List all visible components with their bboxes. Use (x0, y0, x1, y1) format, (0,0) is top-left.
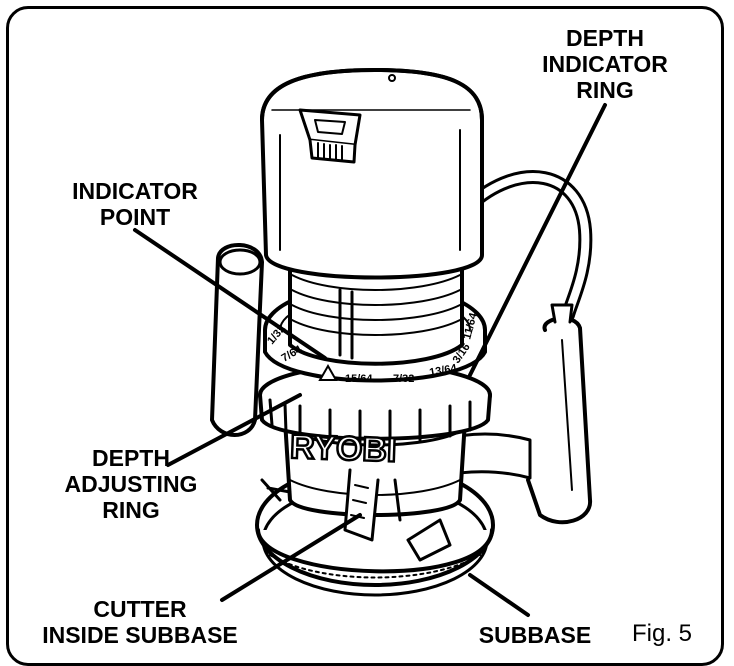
label-cutter-inside-subbase: CUTTER INSIDE SUBBASE (42, 596, 238, 648)
brand-logo: RYOBI (289, 428, 397, 470)
label-indicator-point: INDICATOR POINT (72, 178, 198, 230)
label-depth-indicator-ring: DEPTH INDICATOR RING (542, 25, 668, 103)
power-cord (463, 170, 593, 322)
left-handle (210, 243, 264, 437)
leader-cutter-inside-subbase (220, 513, 362, 602)
motor-housing (260, 68, 484, 280)
base-housing (260, 418, 467, 562)
depth-adjusting-ring-shape (258, 363, 492, 444)
scale-mark: 15/64 (345, 373, 373, 385)
scale-mark: 13/64 (428, 362, 458, 379)
threaded-column (288, 248, 464, 366)
indicator-point-marker (318, 363, 338, 381)
right-handle (526, 303, 592, 525)
figure-number: Fig. 5 (632, 620, 693, 647)
scale-mark: 7/32 (393, 373, 414, 385)
label-subbase: SUBBASE (478, 622, 592, 648)
label-depth-adjusting-ring: DEPTH ADJUSTING RING (64, 445, 198, 523)
leader-indicator-point (133, 228, 327, 360)
leader-subbase (468, 573, 530, 617)
leader-depth-adjusting-ring (166, 393, 302, 467)
leader-depth-indicator-ring (468, 103, 607, 377)
